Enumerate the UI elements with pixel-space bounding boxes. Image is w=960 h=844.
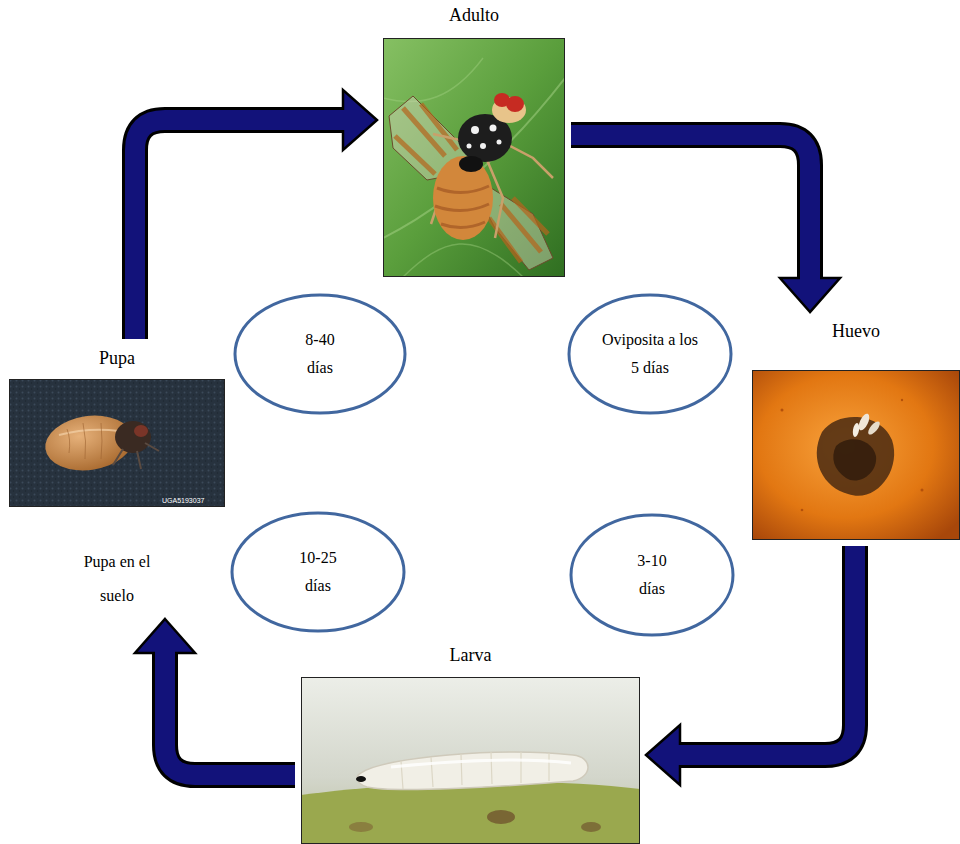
photo-frame — [752, 370, 960, 540]
ellipse-shape — [235, 295, 405, 413]
ellipse-outline — [567, 293, 733, 415]
stage-label: Pupa — [9, 345, 225, 371]
photo-frame — [383, 38, 565, 277]
ellipse-shape — [571, 515, 733, 635]
stage-note: Pupa en el suelo — [69, 545, 165, 613]
arrow-head — [135, 619, 195, 653]
arrow-body — [571, 135, 810, 281]
cycle-arrow — [135, 619, 295, 775]
pupa-photo — [9, 379, 225, 507]
photo-watermark: UGA5193037 — [162, 496, 204, 505]
cycle-arrow — [571, 135, 840, 312]
duration-ellipse: 3-10 días — [569, 513, 735, 637]
stage-label: Larva — [301, 642, 640, 668]
duration-text: 3-10 días — [628, 547, 676, 603]
stage-label: Adulto — [383, 2, 565, 28]
photo-frame — [9, 379, 225, 507]
photo-node: Larva — [301, 642, 640, 844]
duration-ellipse: Oviposita a los 5 días — [567, 293, 733, 415]
duration-ellipse: 10-25 días — [230, 511, 406, 633]
duration-ellipse: 8-40 días — [233, 293, 407, 415]
duration-text: 10-25 días — [294, 544, 342, 600]
ellipse-shape — [569, 295, 731, 413]
ellipse-outline — [230, 511, 406, 633]
photo-node: PupaPupa en el suelo — [9, 345, 225, 613]
adult-fly-photo — [383, 38, 565, 277]
ellipse-outline — [569, 513, 735, 637]
larva-photo — [301, 677, 640, 844]
stage-label: Huevo — [752, 318, 960, 344]
photo-node: Adulto — [383, 2, 565, 277]
arrow-head — [343, 90, 377, 150]
arrow-body — [165, 650, 295, 775]
ellipse-shape — [232, 513, 404, 631]
ellipse-outline — [233, 293, 407, 415]
arrow-outline — [571, 135, 810, 278]
arrow-outline — [165, 653, 295, 775]
egg-photo — [752, 370, 960, 540]
arrow-head — [780, 278, 840, 312]
duration-text: Oviposita a los 5 días — [600, 326, 700, 382]
arrow-head — [646, 725, 680, 785]
photo-frame — [301, 677, 640, 844]
photo-node: Huevo — [752, 318, 960, 540]
duration-text: 8-40 días — [296, 326, 344, 382]
